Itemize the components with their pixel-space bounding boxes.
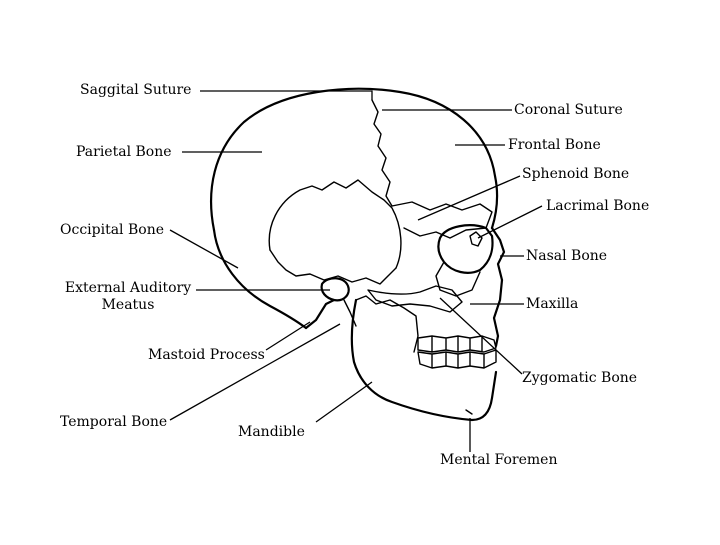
label-external-auditory-line2: Meatus [101,297,155,313]
coronal-suture-line [371,99,393,207]
leader-sphenoid [417,175,521,221]
mastoid-outline [304,298,336,330]
temporal-suture-line [268,179,402,269]
label-saggital-suture: Saggital Suture [80,82,192,98]
label-parietal-bone: Parietal Bone [76,144,172,160]
label-maxilla: Maxilla [526,296,579,312]
leader-saggital [200,90,373,100]
label-zygomatic-bone: Zygomatic Bone [522,370,638,386]
upper-teeth [417,335,497,353]
zygomatic-body [435,261,481,297]
label-mental-foramen: Mental Foremen [440,452,558,468]
leader-zygomatic [439,297,523,375]
lacrimal-contour [469,231,483,247]
auditory-meatus [320,277,350,302]
occipital-outline [212,228,308,330]
leader-occipital [169,229,239,269]
lower-teeth [417,349,497,369]
mandible-ramus [355,295,419,353]
zygomatic-arch [367,285,463,313]
label-occipital-bone: Occipital Bone [60,222,164,238]
mental-foramen-mark [465,409,473,415]
leader-mandible [315,381,373,423]
label-external-auditory-meatus: External Auditory Meatus [60,280,196,314]
label-coronal-suture: Coronal Suture [514,102,623,118]
label-mandible: Mandible [238,424,305,440]
nasal-outline [490,226,506,282]
label-nasal-bone: Nasal Bone [526,248,608,264]
mandible-outline [350,298,498,422]
maxilla-outline [492,278,504,348]
label-frontal-bone: Frontal Bone [508,137,601,153]
cranium-outline [209,87,499,232]
orbit-outline [437,224,494,274]
label-external-auditory-line1: External Auditory [64,280,192,296]
leader-lacrimal [477,205,543,239]
label-temporal-bone: Temporal Bone [60,414,168,430]
label-mastoid-process: Mastoid Process [148,347,265,363]
leader-temporal [169,323,341,421]
sphenoid-contour [391,201,493,239]
label-sphenoid-bone: Sphenoid Bone [522,166,630,182]
leader-mastoid [265,321,311,351]
label-lacrimal-bone: Lacrimal Bone [546,198,650,214]
styloid-process [343,299,357,327]
temporal-inner-contour [269,249,397,285]
